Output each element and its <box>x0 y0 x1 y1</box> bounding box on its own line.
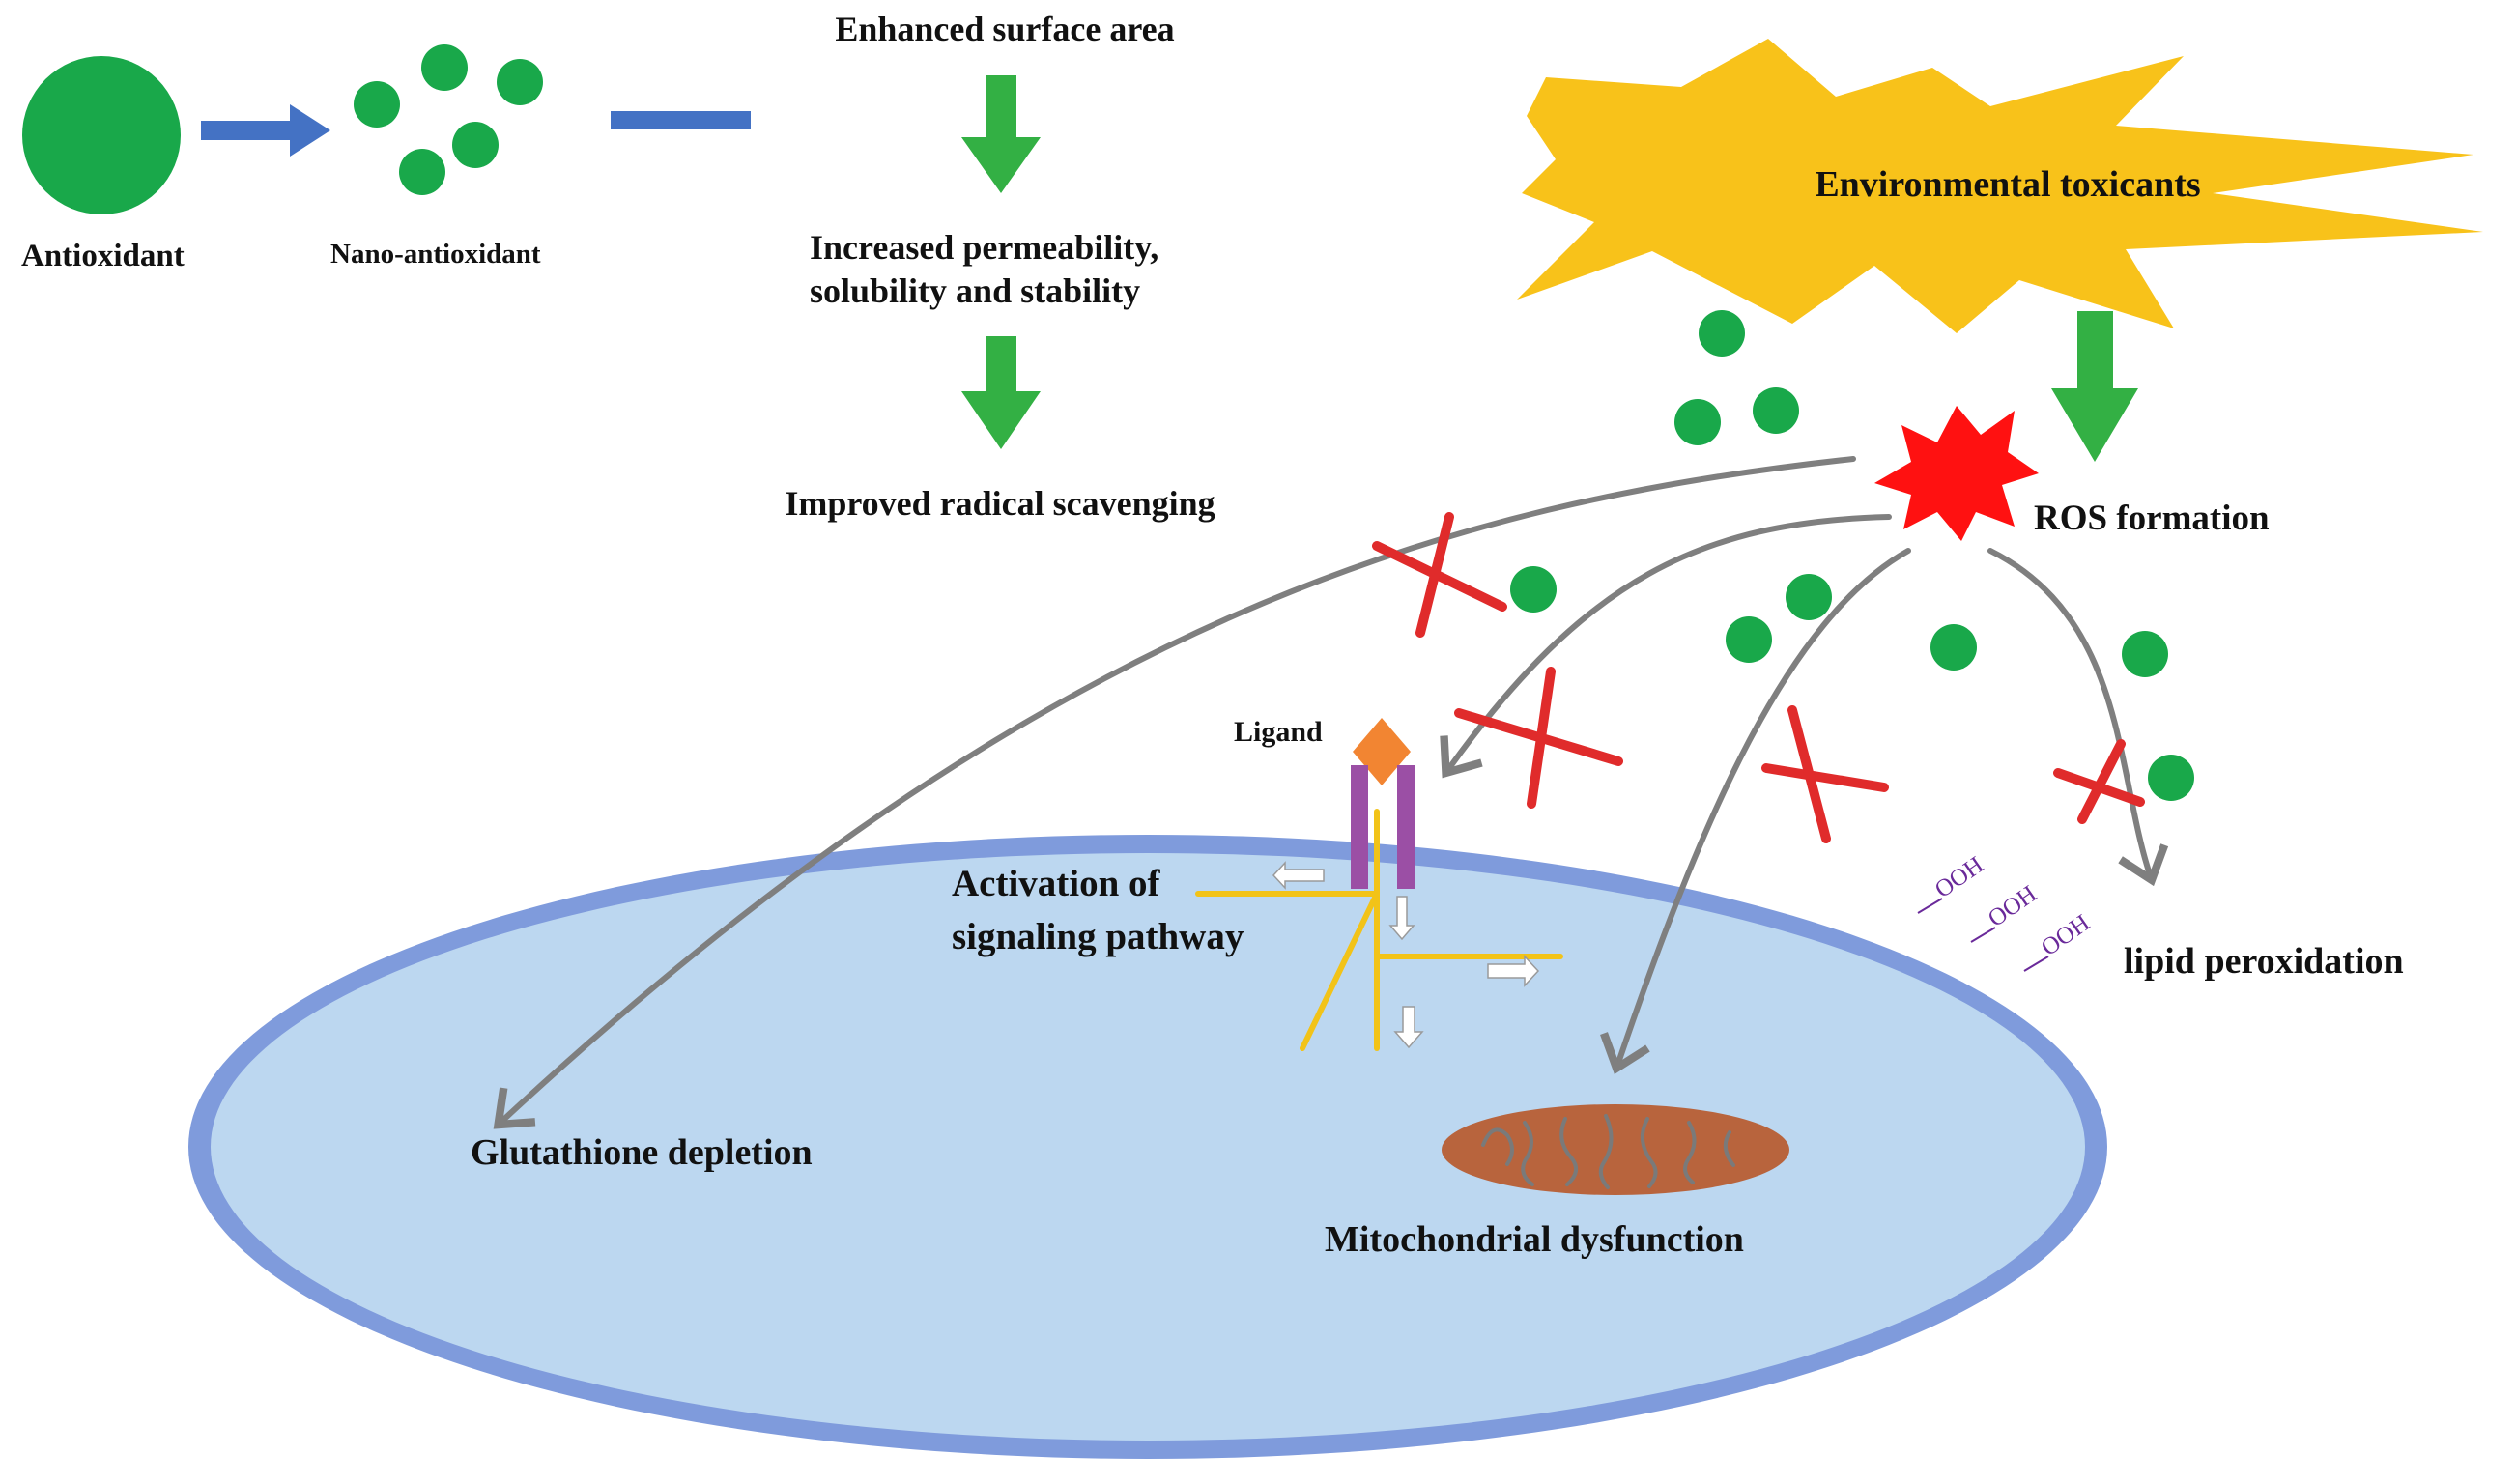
ooh-label: OOH <box>1984 881 2042 932</box>
signal-arrow-icon <box>1487 955 1540 987</box>
nano-particle-icon <box>1674 399 1721 445</box>
block-cross-icon <box>1372 512 1507 638</box>
receptor-left-icon <box>1351 765 1368 889</box>
mitochondrial-dysfunction-label: Mitochondrial dysfunction <box>1325 1219 1744 1260</box>
activation-line1: Activation of <box>952 863 1161 904</box>
signal-arrow-icon <box>1393 1006 1424 1049</box>
down-arrow-icon <box>2051 311 2138 462</box>
increased-permeability-line1: Increased permeability, <box>810 228 1158 267</box>
nano-antioxidant-particles <box>354 44 543 195</box>
antioxidant-sphere-icon <box>22 56 181 214</box>
lipid-peroxide-markers: OOH OOH OOH <box>1917 852 2095 972</box>
nano-particle-icon <box>1753 387 1799 434</box>
toxicant-starburst-icon <box>1517 39 2483 333</box>
pathway-arrow-signaling <box>1440 514 1892 779</box>
nano-particle-icon <box>354 81 400 128</box>
nano-particle-icon <box>497 59 543 105</box>
improved-radical-scavenging-label: Improved radical scavenging <box>785 484 1215 523</box>
nano-particle-icon <box>2148 755 2194 801</box>
nano-antioxidant-label: Nano-antioxidant <box>330 239 541 270</box>
cell-interior <box>211 853 2085 1441</box>
nano-particle-icon <box>1930 624 1977 671</box>
ooh-label: OOH <box>1930 852 1988 903</box>
enhanced-surface-area-label: Enhanced surface area <box>835 10 1174 48</box>
glutathione-depletion-label: Glutathione depletion <box>471 1132 813 1173</box>
nano-particle-icon <box>1510 566 1557 613</box>
block-cross-icon <box>1454 667 1623 809</box>
nano-particle-icon <box>452 122 499 168</box>
nano-particle-icon <box>1699 310 1745 357</box>
receptor-right-icon <box>1397 765 1415 889</box>
antioxidant-label: Antioxidant <box>21 239 185 273</box>
nano-particle-icon <box>421 44 468 91</box>
signaling-cascade <box>1195 809 1563 1051</box>
signal-arrow-icon <box>1272 861 1325 890</box>
nano-particle-icon <box>2122 631 2168 677</box>
ros-starburst-icon <box>1874 406 2039 541</box>
mitochondrion-icon <box>1442 1104 1789 1195</box>
pathway-arrow-mitochondria <box>1600 548 1911 1075</box>
block-cross-icon <box>2053 739 2145 824</box>
scavenging-particles <box>1510 310 2194 801</box>
nano-particle-icon <box>399 149 445 195</box>
nano-particle-icon <box>1786 574 1832 620</box>
nano-particle-icon <box>1726 616 1772 663</box>
block-cross-icon <box>1761 705 1889 843</box>
signal-arrow-icon <box>1388 896 1415 941</box>
ooh-label: OOH <box>2037 910 2095 961</box>
pathway-arrow-lipid <box>1987 548 2169 887</box>
environmental-toxicants-label: Environmental toxicants <box>1815 164 2200 205</box>
lipid-peroxidation-label: lipid peroxidation <box>2124 941 2404 982</box>
down-arrow-icon <box>961 75 1041 193</box>
ros-formation-label: ROS formation <box>2034 499 2270 538</box>
activation-line2: signaling pathway <box>952 916 1244 957</box>
right-arrow-icon <box>201 104 330 157</box>
ligand-label: Ligand <box>1234 716 1323 748</box>
pathway-arrow-glutathione <box>493 456 1856 1129</box>
dash-connector <box>611 111 751 129</box>
down-arrow-icon <box>961 336 1041 449</box>
increased-permeability-line2: solubility and stability <box>810 271 1140 310</box>
